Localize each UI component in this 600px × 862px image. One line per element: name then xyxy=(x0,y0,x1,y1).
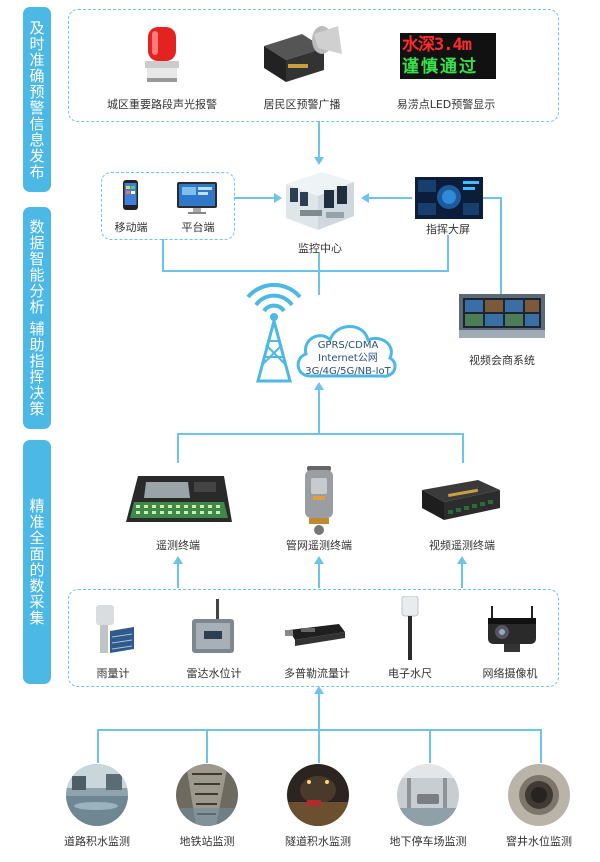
loudspeaker-icon xyxy=(262,24,344,84)
water-gauge-icon xyxy=(398,595,422,660)
connector xyxy=(318,253,320,271)
video-terminal-icon xyxy=(418,476,502,524)
connector xyxy=(461,564,463,588)
connector xyxy=(162,270,449,272)
connector xyxy=(206,729,208,763)
network-line-3: 3G/4G/5G/NB-IoT xyxy=(305,366,391,377)
parking-garage-icon xyxy=(397,764,459,826)
connector xyxy=(483,197,501,199)
connector xyxy=(177,564,179,588)
site-label-parking: 地下停车场监测 xyxy=(389,835,467,848)
video-conference-label: 视频会商系统 xyxy=(469,354,535,367)
publish-label-led: 易涝点LED预警显示 xyxy=(396,98,496,111)
monitor-center-label: 监控中心 xyxy=(298,242,342,255)
connector xyxy=(462,433,464,463)
arrow-to-telemetry xyxy=(173,556,183,564)
arrow-to-pipe-terminal xyxy=(314,556,324,564)
sensor-label-gauge: 电子水尺 xyxy=(388,667,432,680)
mobile-phone-icon xyxy=(123,180,138,210)
arrow-to-video-terminal xyxy=(457,556,467,564)
arrow-to-monitor xyxy=(314,157,324,165)
network-line-1: GPRS/CDMA xyxy=(317,340,379,351)
connector xyxy=(318,390,320,434)
connector xyxy=(318,271,320,295)
connector xyxy=(318,729,320,763)
terminal-label-video: 视频遥测终端 xyxy=(429,539,495,552)
connector xyxy=(447,235,449,271)
manhole-icon xyxy=(508,764,570,826)
arrow-screen-to-monitor xyxy=(361,193,369,203)
sensor-group xyxy=(68,589,559,687)
connector xyxy=(540,729,542,763)
sidebar-analysis: 数据智能分析 辅助指挥决策 xyxy=(23,207,51,429)
signal-tower-icon xyxy=(234,282,314,383)
arrow-to-sensors xyxy=(314,686,324,694)
client-label-platform: 平台端 xyxy=(181,221,215,234)
radar-level-icon xyxy=(190,599,236,655)
arrow-to-network xyxy=(314,382,324,390)
sidebar-publish: 及时准确预警信息发布 xyxy=(23,7,51,192)
publish-group xyxy=(68,9,559,122)
publish-label-broadcast: 居民区预警广播 xyxy=(263,98,341,111)
sensor-label-radar: 雷达水位计 xyxy=(186,667,242,680)
sidebar-collect-label: 精准全面的数采集 xyxy=(27,498,46,626)
monitor-room-icon xyxy=(282,166,357,232)
publish-label-alarm: 城区重要路段声光报警 xyxy=(107,98,217,111)
connector xyxy=(318,121,320,159)
rain-gauge-icon xyxy=(90,603,136,655)
command-screen-icon xyxy=(415,177,483,219)
network-text: GPRS/CDMA Internet公网 3G/4G/5G/NB-IoT xyxy=(300,339,396,378)
sidebar-analysis-label: 数据智能分析 辅助指挥决策 xyxy=(27,219,46,417)
doppler-meter-icon xyxy=(285,620,347,646)
command-screen-label: 指挥大屏 xyxy=(426,223,470,236)
sidebar-publish-label: 及时准确预警信息发布 xyxy=(27,19,46,180)
arrow-client-to-monitor xyxy=(274,193,282,203)
led-line-2: 谨慎通过 xyxy=(402,57,478,77)
led-display-icon: 水深3.4m 谨慎通过 xyxy=(400,33,496,79)
led-line-1: 水深3.4m xyxy=(402,35,472,55)
connector xyxy=(318,694,320,730)
desktop-monitor-icon xyxy=(176,181,218,215)
connector xyxy=(368,197,412,199)
connector xyxy=(177,433,464,435)
camera-icon xyxy=(484,606,540,652)
site-label-manhole: 窨井水位监测 xyxy=(506,835,572,848)
connector xyxy=(429,729,431,763)
client-label-mobile: 移动端 xyxy=(114,221,148,234)
road-flood-icon xyxy=(66,764,128,826)
video-wall-icon xyxy=(459,294,545,338)
connector xyxy=(500,197,502,295)
pipe-terminal-icon xyxy=(301,466,337,536)
subway-station-icon xyxy=(176,764,238,826)
sensor-label-doppler: 多普勒流量计 xyxy=(284,667,350,680)
site-label-tunnel: 隧道积水监测 xyxy=(285,835,351,848)
connector xyxy=(177,433,179,463)
client-group xyxy=(101,172,235,240)
connector xyxy=(318,564,320,588)
connector xyxy=(162,239,164,271)
site-label-subway: 地铁站监测 xyxy=(179,835,235,848)
telemetry-terminal-icon xyxy=(124,472,234,528)
cloud-icon xyxy=(292,316,400,382)
site-label-road: 道路积水监测 xyxy=(64,835,130,848)
sensor-label-camera: 网络摄像机 xyxy=(482,667,538,680)
terminal-label-pipe: 管网遥测终端 xyxy=(286,539,352,552)
sidebar-collect: 精准全面的数采集 xyxy=(23,440,51,684)
sensor-label-rain: 雨量计 xyxy=(96,667,130,680)
connector xyxy=(234,197,276,199)
network-line-2: Internet公网 xyxy=(318,353,378,364)
terminal-label-telemetry: 遥测终端 xyxy=(156,539,200,552)
connector xyxy=(97,729,99,763)
tunnel-flood-icon xyxy=(287,764,349,826)
alarm-light-icon xyxy=(142,24,182,86)
